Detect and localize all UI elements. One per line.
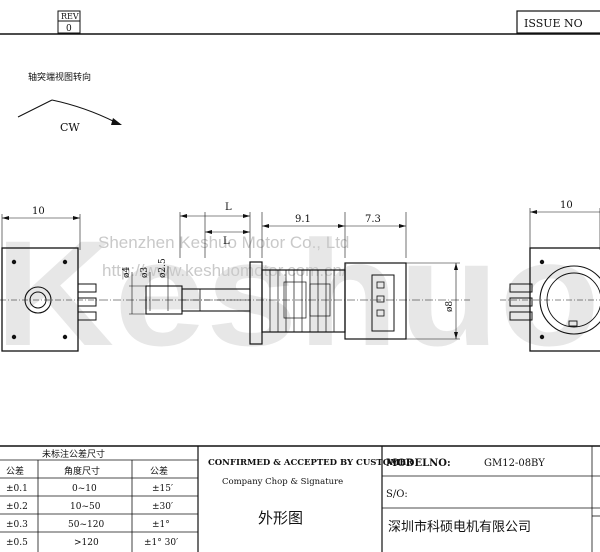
left-end-view <box>0 214 100 352</box>
tolerance-header-0: 公差 <box>6 465 24 477</box>
dim-shaft-length-1: L <box>225 202 232 213</box>
tolerance-table <box>0 446 199 552</box>
tolerance-cell: 0~10 <box>72 484 97 494</box>
tolerance-cell: ±0.3 <box>6 520 28 530</box>
watermark: Keshuo Shenzhen Keshuo Motor Co., Ltd ht… <box>0 209 600 377</box>
watermark-logo: Keshuo <box>0 209 600 377</box>
rev-block: REV 0 <box>57 10 81 34</box>
dim-shaft-dia-inner: ø2.5 <box>158 258 168 278</box>
rev-label: REV <box>61 12 79 21</box>
watermark-company: Shenzhen Keshuo Motor Co., Ltd <box>98 233 349 252</box>
company-name: 深圳市科硕电机有限公司 <box>388 519 531 535</box>
approval-block: CONFIRMED & ACCEPTED BY CUSTOMER Company… <box>208 446 414 552</box>
tolerance-cell: ±1° 30′ <box>144 538 178 548</box>
tolerance-cell: ±0.5 <box>6 538 28 548</box>
tolerance-cell: ±0.1 <box>6 484 28 494</box>
dim-body-dia: ø8 <box>445 301 455 312</box>
dim-shaft-length-2: L <box>223 236 230 247</box>
sheet-border <box>0 33 600 447</box>
dim-shaft-dia-outer: ø4 <box>122 267 132 278</box>
issue-no-block: ISSUE NO <box>516 10 600 34</box>
tolerance-cell: ±30′ <box>152 502 173 512</box>
approval-line-1: CONFIRMED & ACCEPTED BY CUSTOMER <box>208 458 414 468</box>
dim-motor-length: 9.1 <box>295 214 311 225</box>
tolerance-header-1: 角度尺寸 <box>64 465 100 477</box>
drawing-type: 外形图 <box>258 509 303 527</box>
tolerance-header-2: 公差 <box>150 465 168 477</box>
dim-right-view-width: 10 <box>560 200 573 211</box>
dim-left-view-width: 10 <box>32 206 45 217</box>
right-end-view <box>500 208 600 352</box>
model-value: GM12-08BY <box>484 458 545 469</box>
tolerance-cell: 50~120 <box>68 520 104 530</box>
issue-no-label: ISSUE NO <box>524 17 583 30</box>
approval-line-2: Company Chop & Signature <box>222 477 343 487</box>
rotation-note: 轴突端视图转向 CW <box>17 71 122 134</box>
dim-shaft-dia-mid: ø3 <box>140 267 150 278</box>
tolerance-cell: >120 <box>74 538 99 548</box>
dim-encoder-length: 7.3 <box>365 214 381 225</box>
side-view <box>100 212 470 345</box>
so-label: S/O: <box>386 489 408 500</box>
tolerance-cell: ±1° <box>152 520 170 530</box>
tolerance-cell: 10~50 <box>70 502 101 512</box>
rev-value: 0 <box>66 24 72 34</box>
rotation-arrow-icon <box>111 118 122 125</box>
model-block <box>382 446 600 552</box>
model-label: MODELNO: <box>386 458 451 469</box>
rotation-note-title: 轴突端视图转向 <box>28 71 91 83</box>
tolerance-table-title: 未标注公差尺寸 <box>42 448 105 460</box>
tolerance-cell: ±0.2 <box>6 502 28 512</box>
rotation-direction: CW <box>60 121 80 134</box>
tolerance-cell: ±15′ <box>152 484 173 494</box>
